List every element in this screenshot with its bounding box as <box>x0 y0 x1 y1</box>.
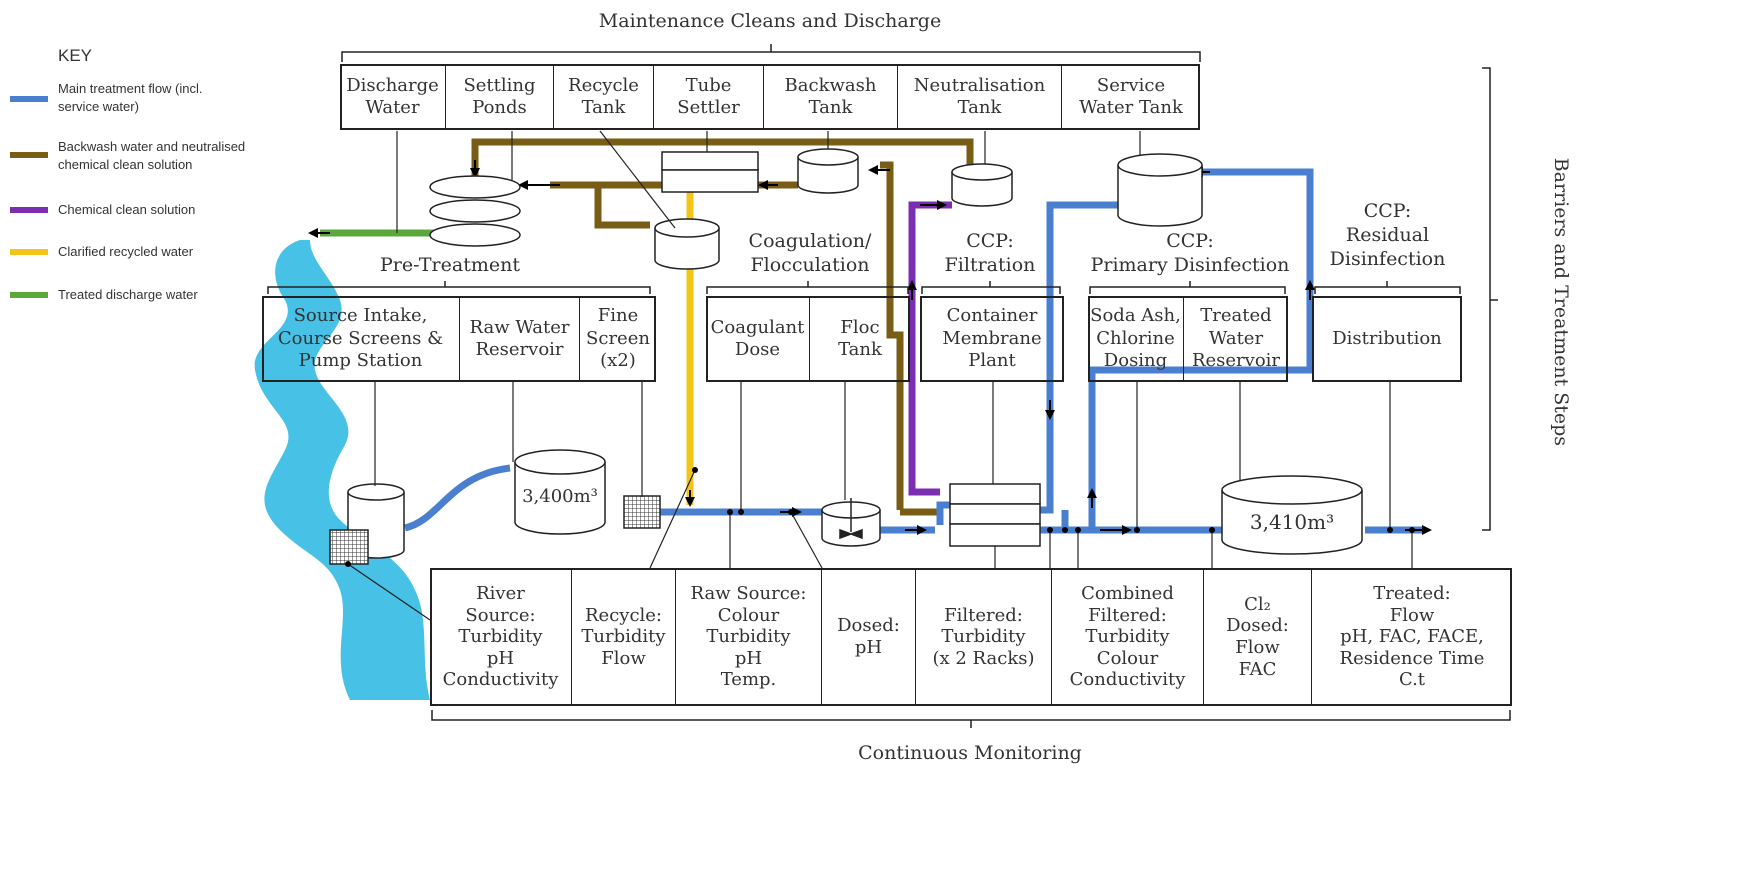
box-distribution: Distribution <box>1312 296 1462 382</box>
key-swatch-chemical <box>10 207 48 213</box>
mon-recycle: Recycle: Turbidity Flow <box>572 568 676 706</box>
mon-cl2-dosed: Cl₂ Dosed: Flow FAC <box>1204 568 1312 706</box>
fine-screen-icon <box>623 495 661 529</box>
box-service-water-tank: Service Water Tank <box>1079 74 1183 119</box>
pretreatment-title: Pre-Treatment <box>380 254 520 276</box>
coagulation-brace <box>706 281 909 294</box>
filtration-brace <box>921 281 1061 294</box>
box-tube-settler: Tube Settler <box>654 64 764 130</box>
neutralisation-tank <box>951 163 1013 207</box>
treated-reservoir-tank <box>1221 475 1363 555</box>
box-soda-ash-chlorine: Soda Ash, Chlorine Dosing <box>1088 296 1184 382</box>
junction-dots <box>345 467 1415 567</box>
coagulation-title: Coagulation/ Flocculation <box>748 230 872 276</box>
disinfection-row <box>1088 296 1288 382</box>
box-container-membrane-plant: Container Membrane Plant <box>920 296 1064 382</box>
key-swatch-discharge <box>10 292 48 298</box>
coagulation-row <box>706 296 910 382</box>
intake-tank <box>329 483 405 565</box>
mon-raw-source: Raw Source: Colour Turbidity pH Temp. <box>676 568 822 706</box>
settling-ponds <box>429 175 521 247</box>
backwash-lines <box>471 138 974 516</box>
key-item-discharge: Treated discharge water <box>58 287 198 302</box>
barriers-side-label: Barriers and Treatment Steps <box>1549 157 1572 447</box>
membrane-plant <box>949 483 1041 547</box>
key-item-chemical: Chemical clean solution <box>58 202 196 217</box>
key-item-backwash: Backwash water and neutralised chemical … <box>58 139 246 172</box>
mon-river-source: River Source: Turbidity pH Conductivity <box>430 568 572 706</box>
river <box>254 240 430 700</box>
filtration-title: CCP: Filtration <box>944 230 1036 276</box>
key-swatch-main <box>10 96 48 102</box>
maintenance-row <box>340 64 1200 130</box>
tube-settler <box>661 151 759 193</box>
monitoring-row <box>430 568 1512 706</box>
box-coagulant-dose: Coagulant Dose <box>706 296 810 382</box>
treated-reservoir-volume: 3,410m³ <box>1249 510 1335 534</box>
box-discharge-water: Discharge Water <box>340 64 446 130</box>
box-neutralisation-tank: Neutralisation Tank <box>898 64 1062 130</box>
backwash-tank <box>797 148 859 194</box>
raw-reservoir-volume: 3,400m³ <box>522 486 598 507</box>
mon-treated: Treated: Flow pH, FAC, FACE, Residence T… <box>1339 583 1485 691</box>
maintenance-title: Maintenance Cleans and Discharge <box>598 10 942 32</box>
box-raw-water-reservoir: Raw Water Reservoir <box>460 296 580 382</box>
mon-filtered: Filtered: Turbidity (x 2 Racks) <box>916 568 1052 706</box>
key-swatch-clarified <box>10 249 48 255</box>
floc-tank <box>821 498 881 547</box>
box-floc-tank: Floc Tank <box>838 316 882 361</box>
disinfection-brace <box>1089 281 1286 294</box>
mon-combined-filtered: Combined Filtered: Turbidity Colour Cond… <box>1052 568 1204 706</box>
key-title: KEY <box>58 46 93 65</box>
monitoring-brace <box>431 710 1511 728</box>
residual-brace <box>1314 281 1461 294</box>
key-swatch-backwash <box>10 152 48 158</box>
service-water-tank <box>1117 153 1203 227</box>
mon-dosed: Dosed: pH <box>822 568 916 706</box>
raw-water-reservoir-tank <box>514 449 606 535</box>
pretreatment-brace <box>267 281 651 294</box>
maintenance-brace <box>341 44 1201 62</box>
disinfection-title: CCP: Primary Disinfection <box>1090 230 1290 276</box>
box-recycle-tank: Recycle Tank <box>554 64 654 130</box>
box-fine-screen: Fine Screen (x2) <box>586 305 650 372</box>
barriers-brace <box>1482 67 1498 531</box>
residual-title: CCP: Residual Disinfection <box>1329 200 1446 270</box>
key-item-main: Main treatment flow (incl. service water… <box>58 81 203 114</box>
recycle-tank <box>654 218 720 270</box>
box-treated-water-reservoir: Treated Water Reservoir <box>1191 305 1281 372</box>
key-item-clarified: Clarified recycled water <box>58 244 194 259</box>
box-backwash-tank: Backwash Tank <box>764 64 898 130</box>
monitoring-title: Continuous Monitoring <box>858 742 1082 764</box>
box-settling-ponds: Settling Ponds <box>446 64 554 130</box>
connectors <box>347 130 1413 621</box>
box-source-intake: Source Intake, Course Screens & Pump Sta… <box>262 296 460 382</box>
